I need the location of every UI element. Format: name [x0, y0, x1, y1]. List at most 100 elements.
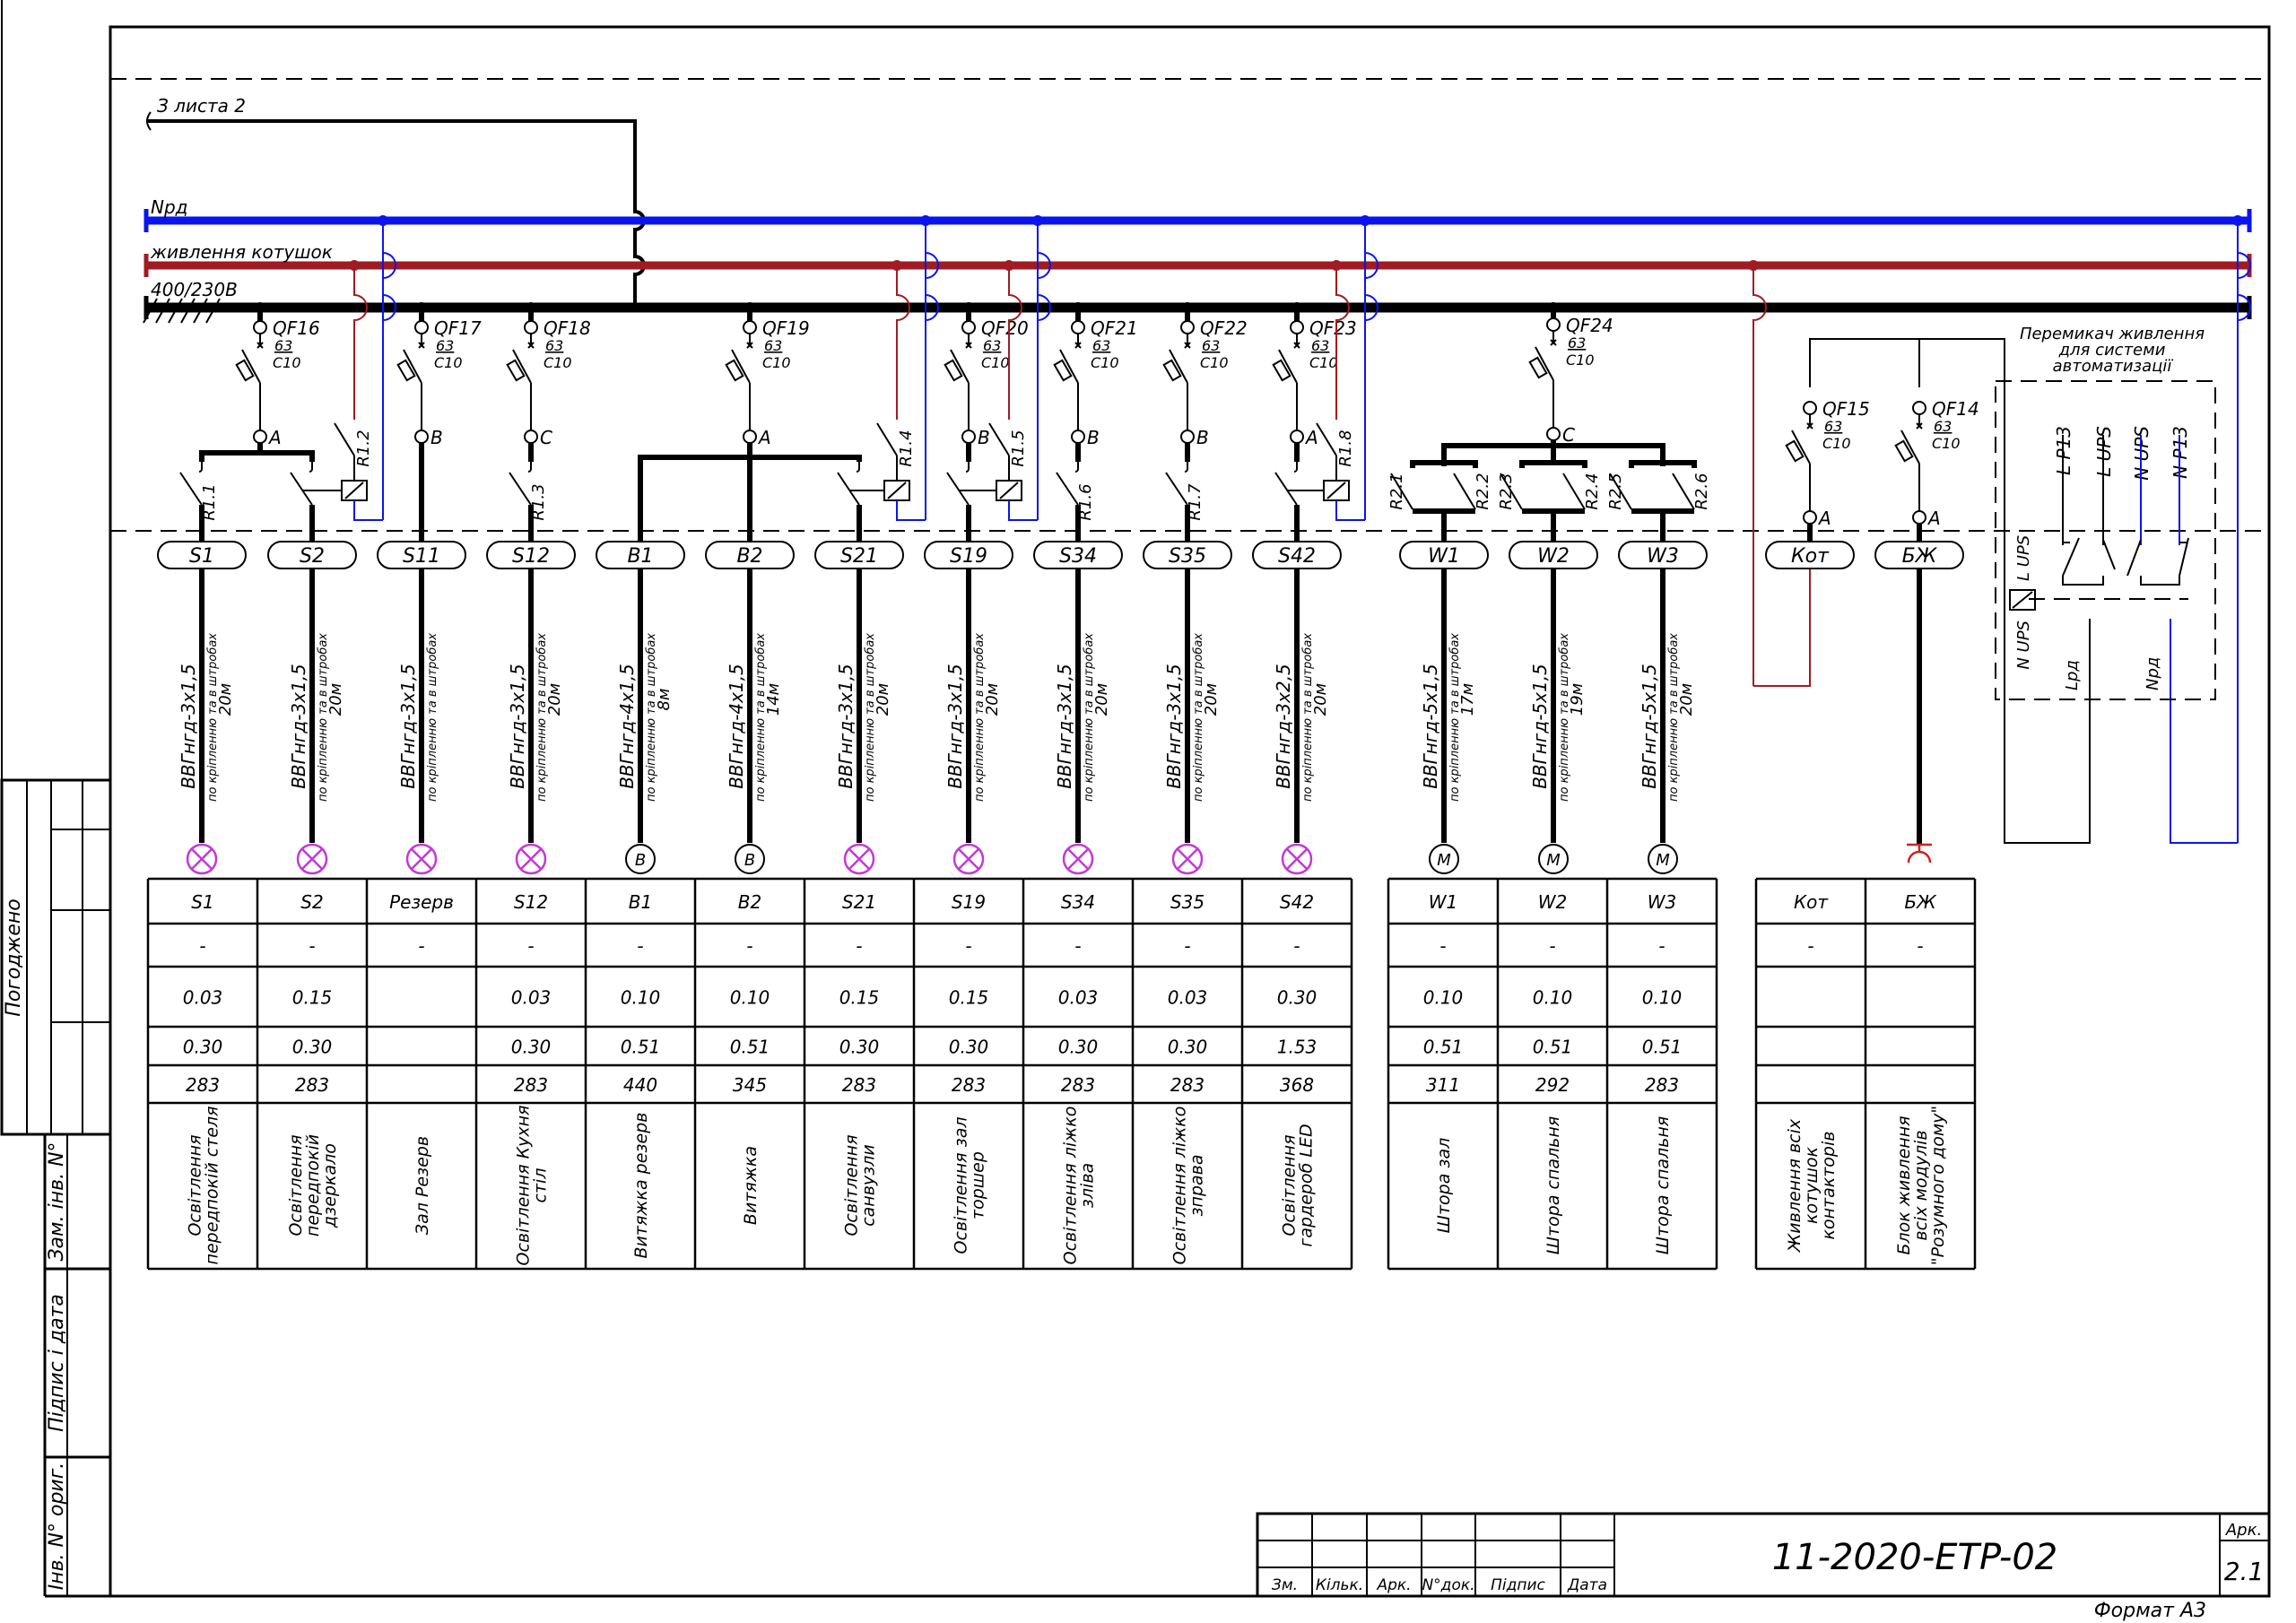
breaker-trip-mark [1293, 342, 1300, 349]
table-cell-name: B2 [738, 891, 761, 913]
curtain-contact-frame [1519, 446, 1587, 542]
table-cell-p: 0.03 [183, 987, 223, 1009]
thermal-release [1528, 356, 1548, 379]
document-number: 11-2020-ETP-02 [1772, 1537, 2058, 1578]
table-cell-description: Освітлення ліжко [1061, 1107, 1081, 1265]
breaker-trip-mark [1550, 339, 1557, 346]
breaker-trip-mark [1074, 342, 1082, 349]
crossing-wire [1335, 265, 1350, 420]
approved-label: Погоджено [3, 898, 25, 1016]
feeder-tag: S42 [1278, 545, 1316, 568]
phase-hatch [180, 298, 196, 324]
table-cell-name: B1 [629, 891, 652, 913]
phase-terminal [961, 430, 976, 444]
ups-output-n-label: Nрд [2144, 657, 2162, 690]
cable-length: 20м [326, 683, 345, 716]
breaker-terminal [1803, 401, 1817, 415]
breaker-trip-mark [1916, 422, 1923, 430]
load-symbol: B [744, 851, 755, 870]
breaker-terminal [743, 320, 757, 334]
breaker-blade [1791, 430, 1811, 464]
breaker-trip-mark [1806, 422, 1813, 430]
table-cell-mark: - [1658, 935, 1665, 957]
fan-icon [625, 844, 656, 874]
table-cell-description: всіх модулів [1911, 1130, 1931, 1240]
table-cell-mark: - [637, 935, 643, 957]
feeder-tag: S2 [300, 545, 325, 568]
table-cell-v: 283 [1061, 1074, 1095, 1096]
relay-coil-slash [999, 482, 1019, 499]
table-cell-description: Освітлення Кухня [514, 1106, 534, 1266]
breaker-rating: 63 [545, 337, 563, 354]
curtain-contact-blade [1562, 473, 1586, 510]
table-cell-name: БЖ [1904, 891, 1937, 913]
thermal-release [396, 359, 416, 382]
curtain-contact-label: R2.5 [1606, 473, 1625, 509]
table-cell-name: Кот [1794, 891, 1829, 913]
table-cell-mark: - [1549, 935, 1555, 957]
curtain-contact-label: R2.4 [1583, 473, 1602, 509]
changeover-contacts [2062, 537, 2189, 577]
table-cell-mark: - [418, 935, 424, 957]
table-cell-description: Освітлення [286, 1134, 306, 1236]
load-symbol: M [1546, 851, 1561, 870]
curtain-contact-label: R2.6 [1692, 473, 1711, 509]
relay-contact-label: R1.6 [1076, 483, 1095, 520]
cable-length: 20м [1677, 683, 1696, 716]
table-cell-description: "Розумного дому" [1928, 1106, 1948, 1265]
table-cell-p: 0.30 [1277, 987, 1318, 1009]
coil-neutral-wire [1008, 500, 1038, 521]
table-cell-i: 0.51 [1642, 1037, 1683, 1058]
table-cell-p: 0.10 [1423, 987, 1464, 1009]
table-cell-i: 0.51 [1423, 1037, 1464, 1058]
curtain-contact-label: R2.1 [1387, 473, 1406, 509]
coil-neutral-wire [1335, 500, 1365, 521]
table-cell-description: Зал Резерв [413, 1136, 432, 1235]
breaker-terminal [253, 320, 267, 334]
load-symbol: M [1437, 851, 1451, 870]
cable-note: по кріпленню та в штробах [317, 633, 330, 802]
relay-coil-slash [1326, 482, 1346, 499]
breaker-curve: C10 [1822, 435, 1851, 452]
circuits: QF1663C10AR1.1R1.2QF1763C10BQF1863C10CR1… [179, 215, 2251, 844]
socket-icon [1907, 843, 1932, 864]
table-cell-p: 0.15 [839, 987, 880, 1009]
breaker-blade [731, 349, 751, 384]
breaker-label: QF15 [1822, 398, 1870, 420]
cable-note: по кріпленню та в штробах [426, 633, 439, 802]
table-cell-mark: - [965, 935, 971, 957]
curtain-contact-label: R2.3 [1497, 473, 1516, 509]
paper-format: Формат А3 [2094, 1600, 2206, 1622]
ups-switch-title: для системи [2058, 341, 2166, 360]
cable-note: по кріпленню та в штробах [1301, 633, 1315, 802]
distribution-bar [199, 443, 315, 462]
breaker-label: QF17 [434, 317, 482, 339]
junction-dot [1032, 215, 1043, 226]
phase-terminal [743, 430, 757, 444]
table-cell-description: Витяжка резерв [631, 1113, 651, 1259]
breaker-trip-mark [1184, 342, 1191, 349]
breaker-blade [1278, 349, 1298, 384]
control-contact-blade [334, 422, 355, 456]
phase-label: B [1087, 427, 1100, 448]
table-cell-description: зліва [1078, 1163, 1098, 1208]
table-cell-i: 0.30 [511, 1037, 552, 1058]
table-cell-v: 292 [1535, 1074, 1570, 1096]
cable-type: ВВГнгд-3x1,5 [944, 664, 966, 789]
cable-length: 20м [1092, 683, 1111, 716]
table-cell-v: 283 [514, 1074, 548, 1096]
thermal-release [1894, 439, 1914, 463]
cable-type: ВВГнгд-4x1,5 [616, 664, 638, 789]
relay-coil-slash [887, 482, 907, 499]
phase-label: A [1817, 508, 1831, 529]
table-cell-v: 345 [733, 1074, 767, 1096]
relay-contact-label: R1.3 [529, 483, 548, 520]
cable-length: 20м [545, 683, 564, 716]
curtain-contact-blade [1609, 473, 1632, 510]
feeder-tag: S21 [840, 545, 878, 568]
breaker-blade [1900, 430, 1920, 464]
